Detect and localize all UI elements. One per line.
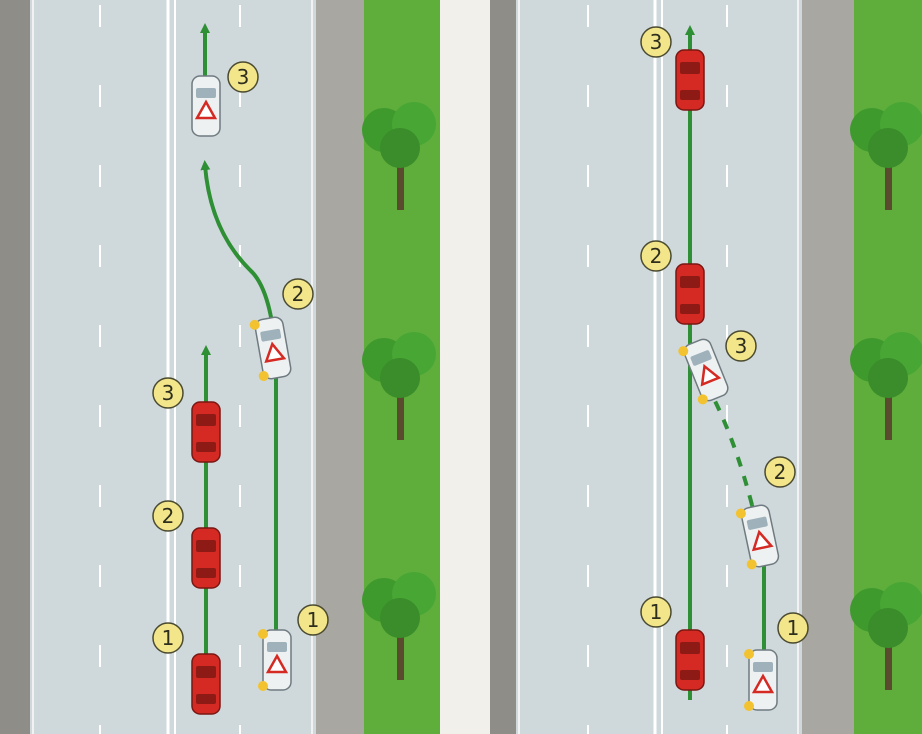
- student-car: [192, 76, 220, 136]
- red-car: [676, 264, 704, 324]
- svg-text:3: 3: [162, 381, 175, 405]
- svg-text:1: 1: [650, 600, 663, 624]
- step-badge: 3: [153, 378, 183, 408]
- svg-text:2: 2: [650, 244, 663, 268]
- red-car: [676, 630, 704, 690]
- svg-text:3: 3: [650, 30, 663, 54]
- red-car: [676, 50, 704, 110]
- student-car: [258, 629, 291, 691]
- svg-text:3: 3: [237, 65, 250, 89]
- step-badge: 3: [641, 27, 671, 57]
- red-car: [192, 402, 220, 462]
- right-outer-shoulder: [490, 0, 516, 734]
- svg-text:2: 2: [774, 460, 787, 484]
- step-badge: 1: [641, 597, 671, 627]
- red-car: [192, 654, 220, 714]
- panel-separator: [440, 0, 490, 734]
- left-outer-shoulder: [0, 0, 30, 734]
- svg-text:3: 3: [735, 334, 748, 358]
- svg-text:2: 2: [162, 504, 175, 528]
- svg-text:2: 2: [292, 282, 305, 306]
- left-scene: 1 2 3 1 2 3: [0, 0, 440, 734]
- step-badge: 2: [641, 241, 671, 271]
- step-badge: 3: [228, 62, 258, 92]
- right-inner-shoulder: [802, 0, 854, 734]
- step-badge: 1: [298, 605, 328, 635]
- step-badge: 2: [153, 501, 183, 531]
- step-badge: 1: [778, 613, 808, 643]
- svg-text:1: 1: [307, 608, 320, 632]
- student-car: [744, 649, 777, 711]
- svg-text:1: 1: [162, 626, 175, 650]
- svg-text:1: 1: [787, 616, 800, 640]
- right-scene: 1 2 3 1 2 3: [490, 0, 922, 734]
- red-car: [192, 528, 220, 588]
- step-badge: 2: [765, 457, 795, 487]
- step-badge: 1: [153, 623, 183, 653]
- step-badge: 3: [726, 331, 756, 361]
- step-badge: 2: [283, 279, 313, 309]
